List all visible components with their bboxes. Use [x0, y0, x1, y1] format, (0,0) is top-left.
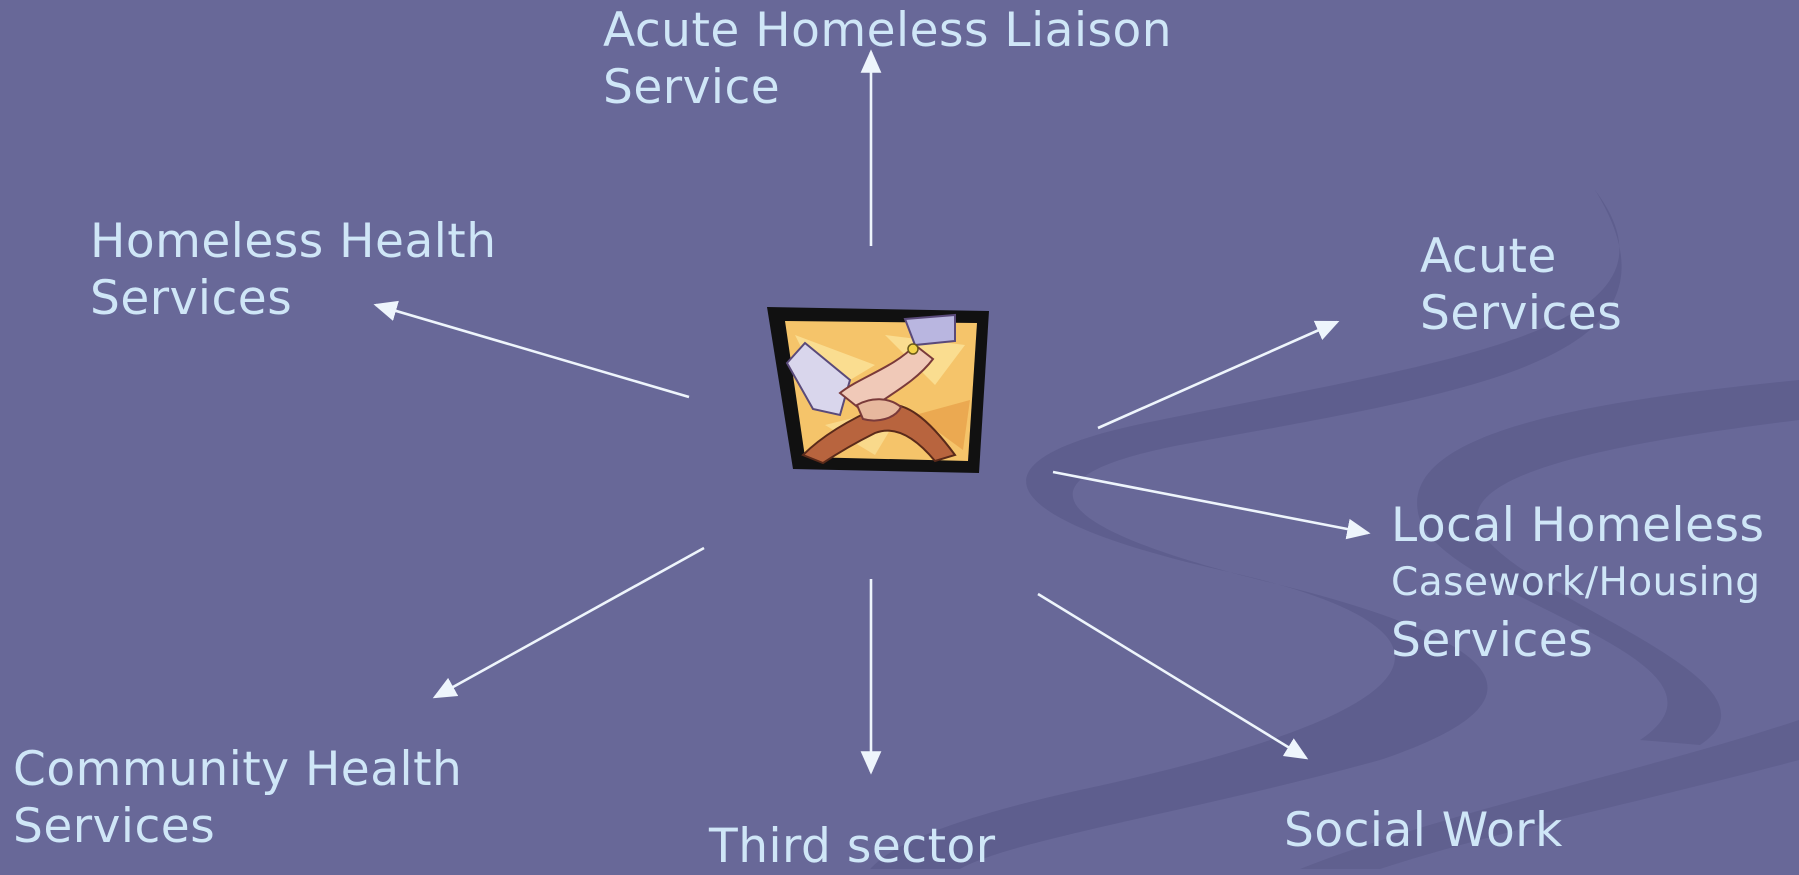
node-third-sector-line1: Third sector — [709, 819, 996, 874]
handshake-clipart-icon — [767, 307, 989, 473]
node-community-health-line1: Community Health — [13, 742, 463, 797]
arrow-to-community-health — [432, 546, 705, 699]
node-homeless-health: Homeless Health Services — [90, 213, 497, 327]
node-local-homeless-line3: Services — [1391, 613, 1594, 668]
arrow-to-local-homeless — [1052, 470, 1371, 540]
node-third-sector: Third sector — [709, 818, 996, 875]
node-homeless-health-line1: Homeless Health — [90, 214, 497, 269]
node-social-work-line1: Social Work — [1284, 803, 1563, 858]
node-community-health-line2: Services — [13, 799, 216, 854]
node-acute-services-line1: Acute — [1420, 229, 1557, 284]
arrow-to-acute-services — [1097, 320, 1340, 430]
node-local-homeless: Local Homeless Casework/Housing Services — [1391, 497, 1765, 669]
node-acute-homeless-liaison-line2: Service — [603, 60, 781, 115]
arrow-to-homeless-health — [373, 300, 690, 399]
node-local-homeless-line1: Local Homeless — [1391, 498, 1765, 553]
node-acute-services: Acute Services — [1420, 228, 1622, 342]
node-acute-homeless-liaison-line1: Acute Homeless Liaison — [603, 3, 1173, 58]
node-social-work: Social Work — [1284, 802, 1563, 859]
arrow-to-social-work — [1037, 592, 1309, 760]
node-acute-homeless-liaison: Acute Homeless Liaison Service — [603, 2, 1172, 116]
node-acute-services-line2: Services — [1420, 286, 1623, 341]
node-community-health: Community Health Services — [13, 741, 462, 855]
node-homeless-health-line2: Services — [90, 271, 293, 326]
node-local-homeless-line2: Casework/Housing — [1391, 560, 1761, 605]
